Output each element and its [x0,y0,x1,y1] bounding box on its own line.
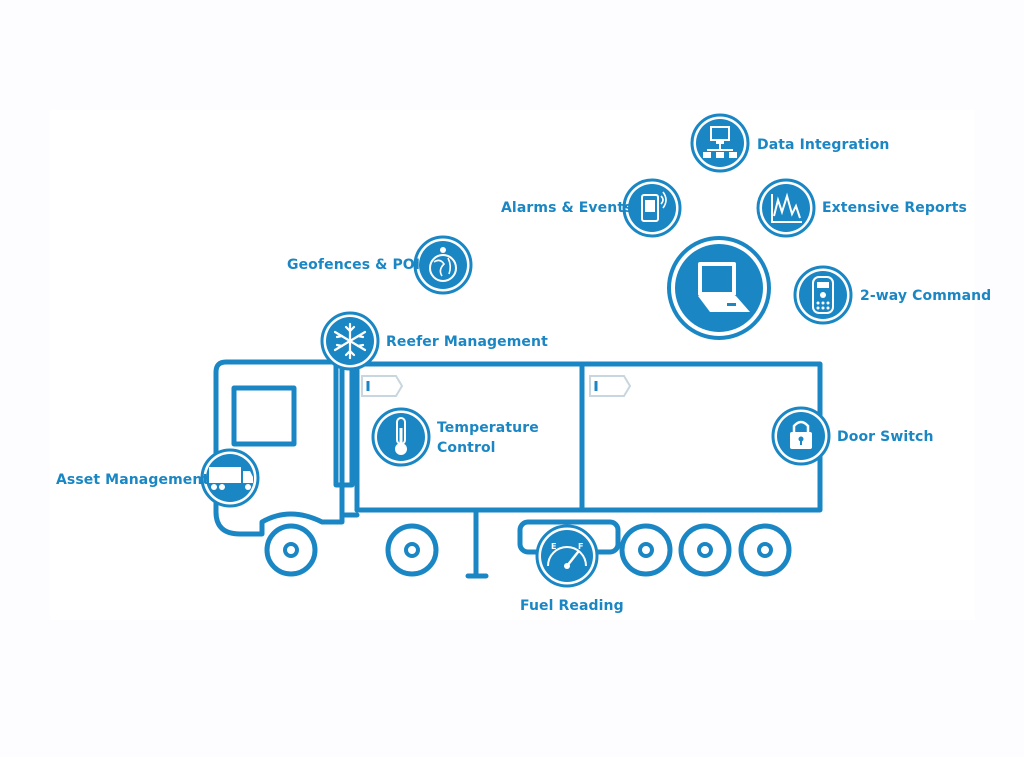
fuel-gauge-icon: E F [535,524,599,588]
wheels [264,523,792,577]
wheel-3 [619,523,673,577]
label-two-way-command: 2-way Command [860,288,992,304]
label-data-integration: Data Integration [757,137,890,153]
line-graph-icon [756,178,816,238]
label-asset-management: Asset Management [56,472,210,488]
hub-4 [697,542,713,558]
globe-pin-icon [413,235,473,295]
truck-icon [200,448,260,508]
label-geofences-poi: Geofences & POI [287,257,421,273]
label-fuel-reading: Fuel Reading [520,598,624,614]
label-door-switch: Door Switch [837,429,934,445]
hub-5 [757,542,773,558]
gauge-empty-mark: E [551,542,556,551]
remote-terminal-icon [793,265,853,325]
hub-1 [283,542,299,558]
label-reefer-management: Reefer Management [386,334,548,350]
thermometer-icon [371,407,431,467]
padlock-icon [771,406,831,466]
cab-window [231,385,297,447]
wheel-5 [738,523,792,577]
hub-2 [404,542,420,558]
network-computer-icon [690,113,750,173]
wheel-4 [678,523,732,577]
truck-cab [213,359,345,537]
laptop-icon [667,236,771,340]
label-temperature-control: Temperature Control [437,420,539,456]
mobile-device-icon [622,178,682,238]
snowflake-icon [320,311,380,371]
hub-3 [638,542,654,558]
label-alarms-events: Alarms & Events [501,200,633,216]
vent-front [361,375,404,397]
gauge-full-mark: F [578,542,583,551]
wheel-1 [264,523,318,577]
vent-rear [589,375,632,397]
label-extensive-reports: Extensive Reports [822,200,967,216]
wheel-2 [385,523,439,577]
